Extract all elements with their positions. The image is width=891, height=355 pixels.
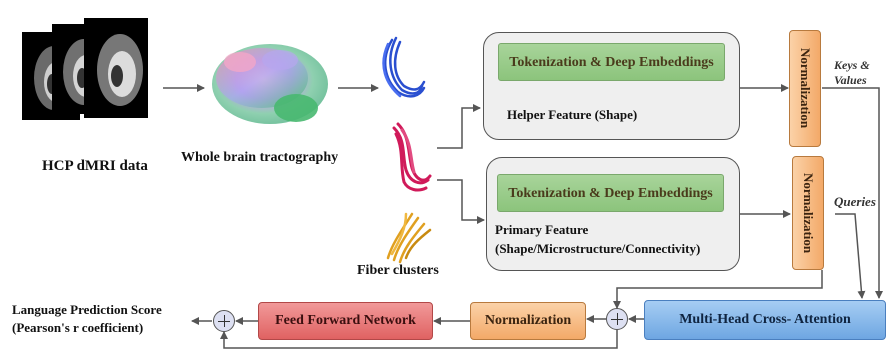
brain-tractography-icon: [212, 44, 328, 124]
helper-feature-block: Tokenization & Deep Embeddings Helper Fe…: [483, 32, 740, 140]
fiber-cluster-blue-icon: [382, 36, 426, 98]
fiber-cluster-yellow-icon: [386, 212, 432, 264]
arrow-keys-to-attention: [822, 87, 883, 299]
values-label: Values: [834, 73, 867, 87]
output-score-label: Language Prediction Score: [12, 302, 162, 317]
normalization-box: Normalization: [470, 302, 586, 340]
helper-tokenization-box: Tokenization & Deep Embeddings: [498, 43, 725, 81]
normalization-keys-box: Normalization: [789, 30, 821, 147]
dmri-slices-icon: [22, 18, 148, 120]
arrow-fiber-to-helper: [437, 104, 481, 149]
multi-head-cross-attention-box: Multi-Head Cross- Attention: [644, 300, 886, 340]
normalization-queries-label: Normalization: [801, 172, 816, 254]
arrow-residual-to-output-plus: [220, 330, 618, 349]
normalization-keys-label: Normalization: [798, 48, 813, 129]
output-add-icon: [213, 310, 235, 332]
fiber-clusters-label: Fiber clusters: [357, 263, 439, 278]
normalization-queries-box: Normalization: [792, 156, 824, 270]
keys-label: Keys &: [834, 58, 870, 72]
feed-forward-network-box: Feed Forward Network: [258, 302, 433, 340]
primary-feature-sublabel: (Shape/Microstructure/Connectivity): [495, 241, 701, 256]
arrow-fiber-to-primary: [437, 179, 485, 224]
queries-label: Queries: [834, 194, 876, 209]
arrow-queries-to-attention: [835, 213, 866, 299]
primary-tokenization-box: Tokenization & Deep Embeddings: [497, 174, 724, 212]
primary-feature-block: Tokenization & Deep Embeddings Primary F…: [486, 157, 740, 271]
primary-feature-label: Primary Feature: [495, 222, 589, 237]
residual-add-icon: [606, 308, 628, 330]
output-score-sublabel: (Pearson's r coefficient): [12, 320, 144, 335]
arrow-queries-to-residual: [613, 270, 823, 309]
fiber-cluster-red-icon: [392, 122, 432, 192]
dmri-label: HCP dMRI data: [42, 158, 148, 174]
helper-feature-label: Helper Feature (Shape): [507, 107, 638, 122]
tractography-label: Whole brain tractography: [181, 150, 339, 165]
